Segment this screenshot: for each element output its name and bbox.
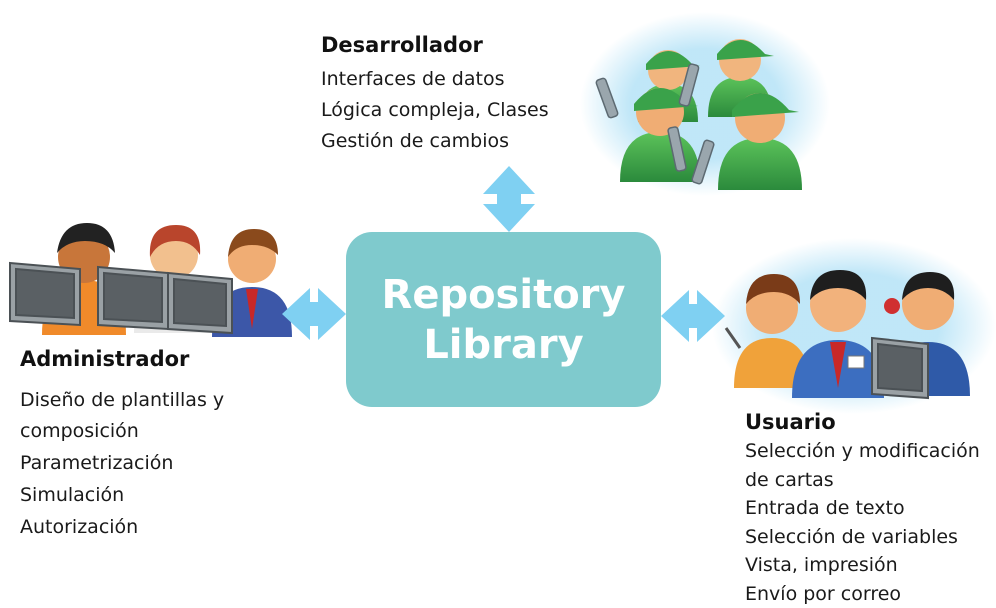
developer-role: Desarrollador Interfaces de datos Lógica…	[321, 32, 549, 157]
list-item: Vista, impresión	[745, 554, 898, 576]
double-arrow-icon	[661, 290, 725, 342]
list-item: Lógica compleja, Clases	[321, 99, 549, 121]
administrator-group-icon	[9, 223, 292, 337]
repository-title-line1: Repository	[381, 271, 626, 318]
list-item: Envío por correo	[745, 582, 902, 605]
repository-library-box: Repository Library	[346, 232, 661, 407]
double-arrow-icon	[282, 288, 346, 340]
list-item: Gestión de cambios	[321, 130, 509, 152]
developer-group-icon	[580, 12, 830, 196]
administrator-responsibilities: Diseño de plantillas y composición Param…	[20, 385, 260, 543]
list-item: Diseño de plantillas y composición	[20, 389, 225, 442]
user-title: Usuario	[745, 410, 836, 434]
developer-title: Desarrollador	[321, 33, 483, 57]
list-item: Parametrización	[20, 452, 174, 474]
list-item: Selección y modificación de cartas	[745, 440, 980, 491]
double-arrow-icon	[483, 166, 535, 232]
developer-responsibilities: Interfaces de datos Lógica compleja, Cla…	[321, 64, 549, 157]
list-item: Autorización	[20, 516, 139, 538]
repository-title-line2: Library	[423, 321, 584, 368]
list-item: Entrada de texto	[745, 497, 905, 519]
user-role: Usuario Selección y modificación de cart…	[745, 409, 996, 608]
administrator-role: Administrador Diseño de plantillas y com…	[20, 346, 260, 543]
administrator-title: Administrador	[20, 347, 190, 371]
user-group-icon	[712, 238, 996, 414]
user-responsibilities: Selección y modificación de cartas Entra…	[745, 437, 996, 608]
list-item: Simulación	[20, 484, 125, 506]
list-item: Selección de variables	[745, 525, 958, 548]
list-item: Interfaces de datos	[321, 68, 505, 90]
